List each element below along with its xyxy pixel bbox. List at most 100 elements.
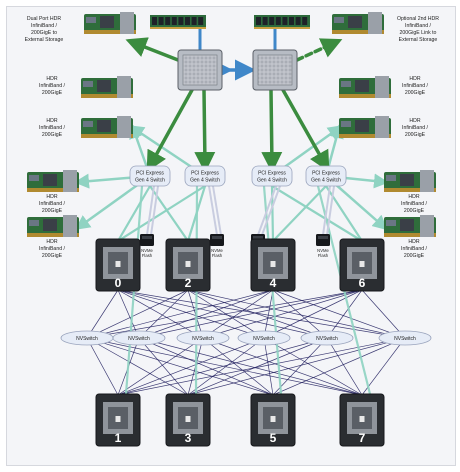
nvme-label-plate: [318, 236, 328, 239]
pcie-switch-box: [251, 165, 293, 187]
dimm-pins: [150, 27, 206, 29]
nic-label-line: HDR: [46, 194, 57, 200]
dimm-chip: [165, 17, 171, 25]
dimm-chip: [178, 17, 184, 25]
pcie-switch-label: Gen 4 Switch: [311, 178, 341, 184]
nvlink-line: [187, 289, 328, 339]
nvswitch-3: NVSwitch: [237, 330, 291, 346]
nvlink-line: [138, 337, 274, 396]
dimm-board: [254, 15, 310, 29]
nvlink-line: [187, 289, 406, 339]
nic-bracket: [117, 76, 131, 98]
nic-label-line: InfiniBand /: [401, 201, 428, 207]
nic-bracket: [368, 12, 382, 34]
nvme-drive: [210, 234, 224, 246]
nic-label-line: Dual Port HDR: [27, 16, 62, 22]
nic-bracket: [420, 215, 434, 237]
nic-label-line: 200GigE: [405, 132, 426, 138]
nic-label-line: External Storage: [25, 37, 64, 43]
gpu-top-4: 4: [250, 238, 296, 292]
nic-port: [341, 121, 351, 127]
pcie-gpu-link: [271, 184, 328, 243]
nvlink-mesh: [86, 289, 406, 396]
nvme-label-plate: [253, 236, 263, 239]
gpu-number: 0: [115, 276, 122, 290]
pcie-gpu-link: [324, 184, 364, 243]
dimm-chip: [302, 17, 308, 25]
pcie-flash-link: [261, 185, 281, 236]
nvlink-line: [326, 337, 363, 396]
nvlink-line: [326, 289, 363, 339]
nvswitch-0: NVSwitch: [60, 330, 114, 346]
pcie-switch-label: PCI Express: [136, 171, 164, 177]
nic-label-line: External Storage: [399, 37, 438, 43]
dimm-chip: [198, 17, 204, 25]
nic-label-line: 200GigE Link to: [400, 30, 437, 36]
nvswitch-4: NVSwitch: [300, 330, 354, 346]
nic-label-line: InfiniBand /: [401, 246, 428, 252]
nvme-label: NVMe: [141, 248, 153, 253]
nvme-label-plate: [212, 236, 222, 239]
nic-card: [81, 76, 133, 98]
nic-port: [29, 220, 39, 226]
gpu-logo: [270, 261, 276, 267]
nvlink-line: [202, 289, 274, 339]
gpu-number: 3: [185, 431, 192, 445]
pcie-gpu-link: [148, 184, 190, 243]
gpu-number: 4: [270, 276, 277, 290]
cpu-die: [257, 54, 293, 86]
pcie-switch-box: [184, 165, 226, 187]
pcie-switch-box: [305, 165, 347, 187]
nvlink-line: [138, 289, 363, 339]
nic-bracket: [120, 12, 134, 34]
nic-label-line: InfiniBand /: [39, 83, 66, 89]
nic-bracket: [117, 116, 131, 138]
pcie-flash-link: [212, 185, 222, 236]
nic-label-line: 200GigE: [42, 132, 63, 138]
cpu-1: [252, 49, 298, 91]
nic-connector: [84, 30, 136, 34]
nvlink-line: [138, 289, 189, 339]
nvlink-line: [263, 289, 274, 339]
nic-connector: [332, 30, 384, 34]
nvlink-line: [117, 337, 265, 396]
nvlink-line: [138, 337, 363, 396]
pcie-flash-link: [257, 185, 277, 236]
nvlink-line: [272, 289, 406, 339]
nic-label-line: InfiniBand /: [402, 83, 429, 89]
nic-label-line: 200GigE: [404, 253, 425, 259]
nic-label-line: InfiniBand /: [405, 23, 432, 29]
dimm-chip: [185, 17, 190, 25]
nvlink-line: [263, 337, 363, 396]
gpu-logo: [115, 261, 121, 267]
nvlink-line: [86, 337, 119, 396]
nic-label-line: HDR: [408, 194, 419, 200]
nvme-label: Flash: [142, 253, 153, 258]
nvswitch-box: [378, 330, 432, 346]
nvme-label-plate: [142, 236, 152, 239]
gpu-number: 7: [359, 431, 366, 445]
nic-port: [341, 81, 351, 87]
pcie-switch-label: PCI Express: [258, 171, 286, 177]
dimm-chip: [282, 17, 288, 25]
nvswitch-box: [112, 330, 166, 346]
nic-label-line: 200GigE: [42, 90, 63, 96]
nvlink-line: [86, 289, 189, 339]
nvme-drive: [316, 234, 330, 246]
nic-chip: [348, 16, 362, 28]
pcie-flash-link: [146, 185, 155, 236]
gpu-logo: [270, 416, 276, 422]
nvlink-line: [117, 289, 406, 339]
nvlink-line: [187, 337, 328, 396]
nic-card: [27, 215, 79, 237]
pcie-switch-label: Gen 4 Switch: [257, 178, 287, 184]
nic-chip: [97, 80, 111, 92]
nic-label-line: InfiniBand /: [39, 125, 66, 131]
nvlink-line: [138, 289, 274, 339]
